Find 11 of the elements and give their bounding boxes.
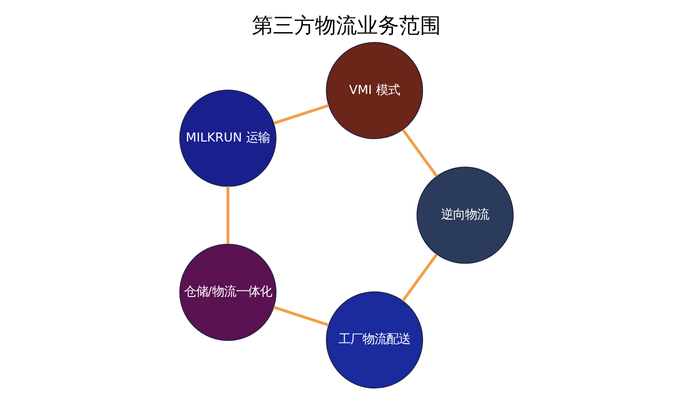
connector bbox=[402, 128, 438, 178]
diagram-title: 第三方物流业务范围 bbox=[252, 14, 441, 38]
node-circle: 工厂物流配送 bbox=[326, 291, 424, 388]
connector bbox=[402, 254, 438, 302]
connector bbox=[273, 104, 330, 125]
node-circle: 逆向物流 bbox=[416, 166, 514, 264]
connector bbox=[273, 306, 329, 326]
connector bbox=[226, 186, 230, 244]
node-circle: MILKRUN 运输 bbox=[179, 90, 276, 187]
node-circle: VMI 模式 bbox=[326, 42, 424, 140]
node-circle: 仓储/物流一体化 bbox=[179, 244, 276, 341]
